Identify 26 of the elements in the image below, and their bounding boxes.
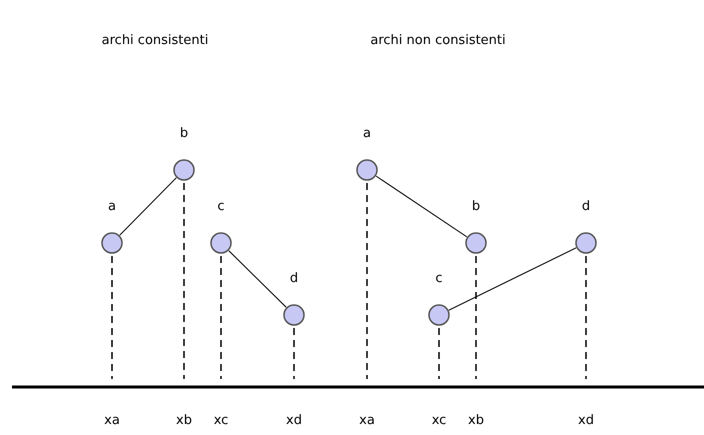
point-node xyxy=(574,199,598,255)
node-label: c xyxy=(216,199,226,215)
connector-line xyxy=(376,176,468,238)
node-label: c xyxy=(434,271,444,287)
heading-label: archi consistenti xyxy=(102,33,208,48)
node-label: b xyxy=(178,126,190,142)
coordinate-label: xd xyxy=(286,413,302,428)
point-node xyxy=(172,126,196,182)
heading-label: archi non consistenti xyxy=(370,33,506,48)
coordinate-label: xa xyxy=(359,413,375,428)
node-label: a xyxy=(107,199,117,215)
coordinate-label: xc xyxy=(432,413,446,428)
node-label: d xyxy=(580,199,592,215)
connector-line xyxy=(119,177,177,236)
connector-line xyxy=(448,247,577,311)
coordinate-label: xc xyxy=(214,413,228,428)
connector-line xyxy=(228,250,287,308)
coordinate-label: xb xyxy=(468,413,484,428)
node-label: d xyxy=(288,271,300,287)
node-label: b xyxy=(470,199,482,215)
coordinate-label: xa xyxy=(104,413,120,428)
point-node xyxy=(464,199,488,255)
coordinate-label: xb xyxy=(176,413,192,428)
point-node xyxy=(282,271,306,327)
coordinate-label: xd xyxy=(578,413,594,428)
node-label: a xyxy=(362,126,372,142)
